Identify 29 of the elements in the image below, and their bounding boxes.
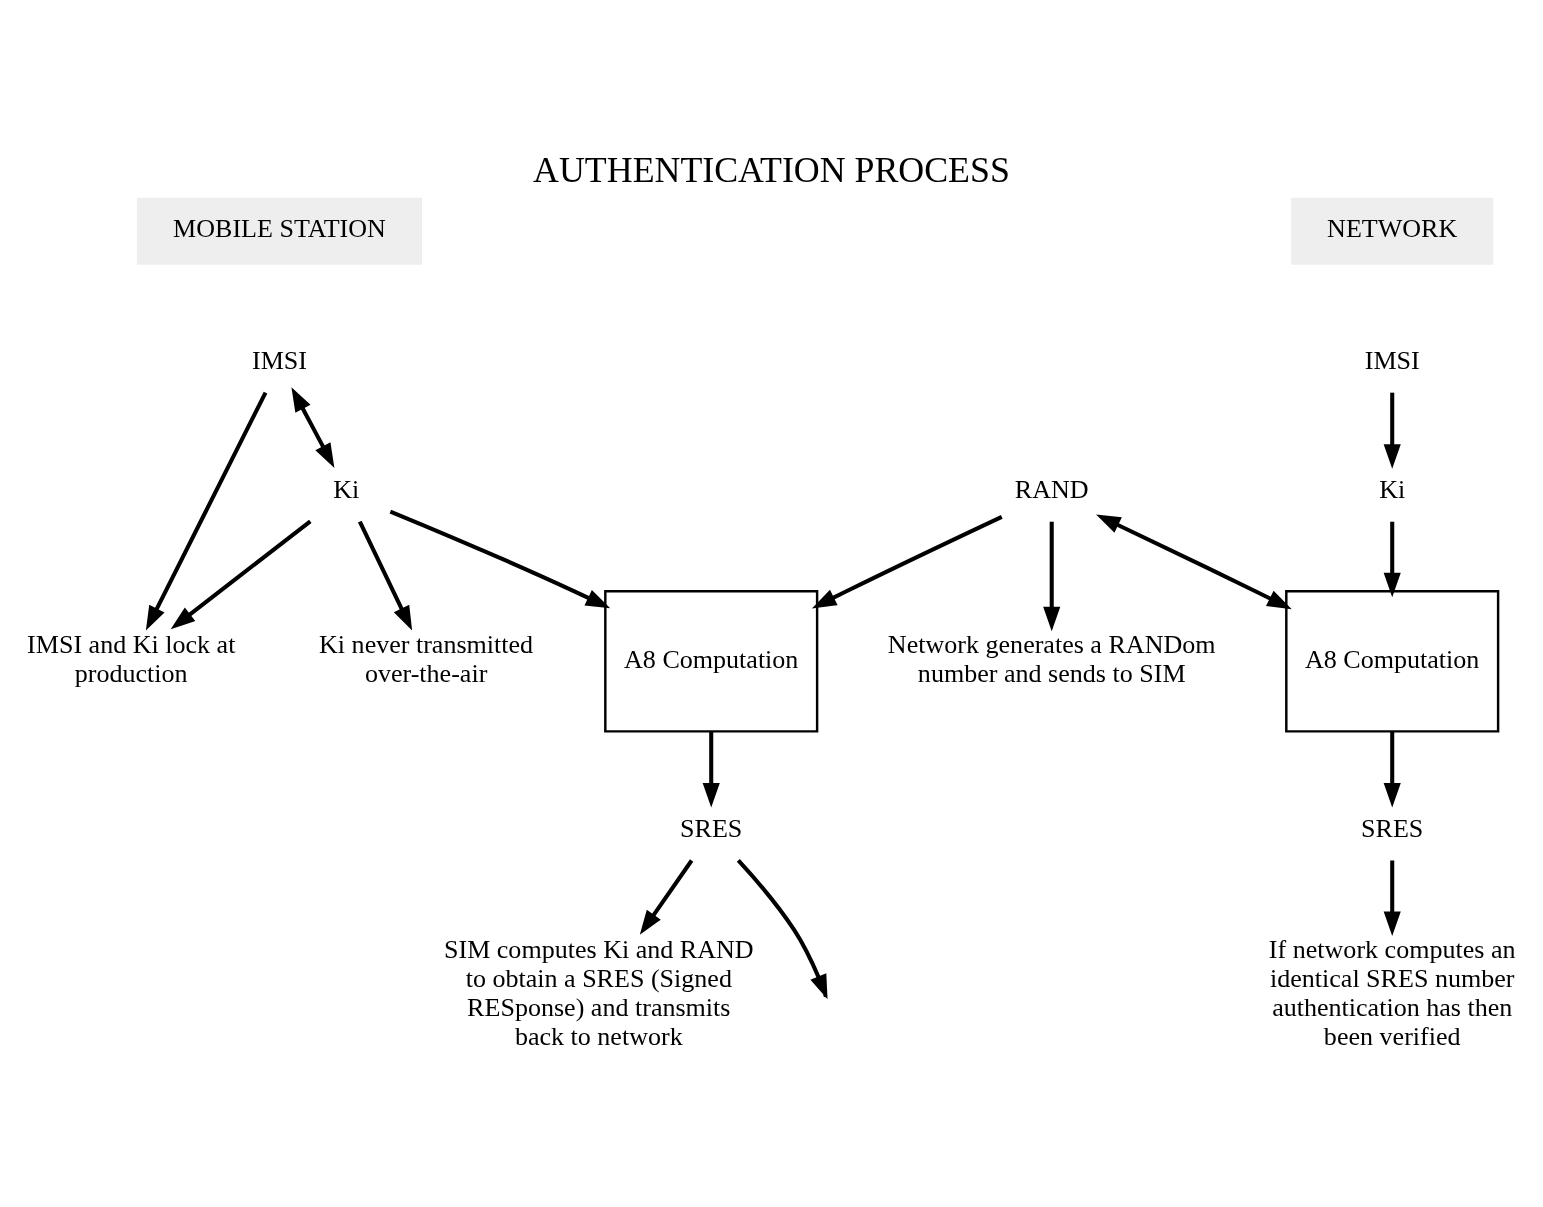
arrow (639, 859, 694, 935)
node-text: RAND (1014, 475, 1089, 505)
arrow (389, 509, 611, 609)
arrow (1383, 392, 1401, 469)
node-text: Network generates a RANDom number and sends to SIM (887, 629, 1216, 689)
node-text: If network computes an identical SRES number authentication has then been verified (1268, 934, 1516, 1052)
node-box: A8 Computation (604, 590, 819, 733)
node-text: Ki (1379, 475, 1406, 505)
arrow (170, 519, 312, 630)
arrow (1383, 860, 1401, 936)
node-text: IMSI (1364, 346, 1420, 376)
node-box: A8 Computation (1285, 590, 1500, 733)
arrow (1096, 514, 1292, 610)
node-text: Ki never transmitted over-the-air (319, 629, 534, 689)
node-text: IMSI (251, 346, 307, 376)
arrow (358, 520, 413, 631)
arrow (702, 731, 720, 808)
arrow (1043, 521, 1061, 632)
arrow (291, 387, 335, 468)
node-text: SRES (1361, 813, 1424, 843)
arrow (145, 391, 268, 631)
node-text: Ki (333, 475, 360, 505)
node-text: SIM computes Ki and RAND to obtain a SRES (Signed RESponse) and transmits back to network (443, 934, 754, 1052)
node-text: SRES (680, 813, 743, 843)
arrow (811, 515, 1003, 609)
arrow (1383, 731, 1401, 808)
arrow (1383, 521, 1401, 598)
node-text: IMSI and Ki lock at production (27, 629, 236, 689)
diagram-title: AUTHENTICATION PROCESS (533, 149, 1010, 190)
